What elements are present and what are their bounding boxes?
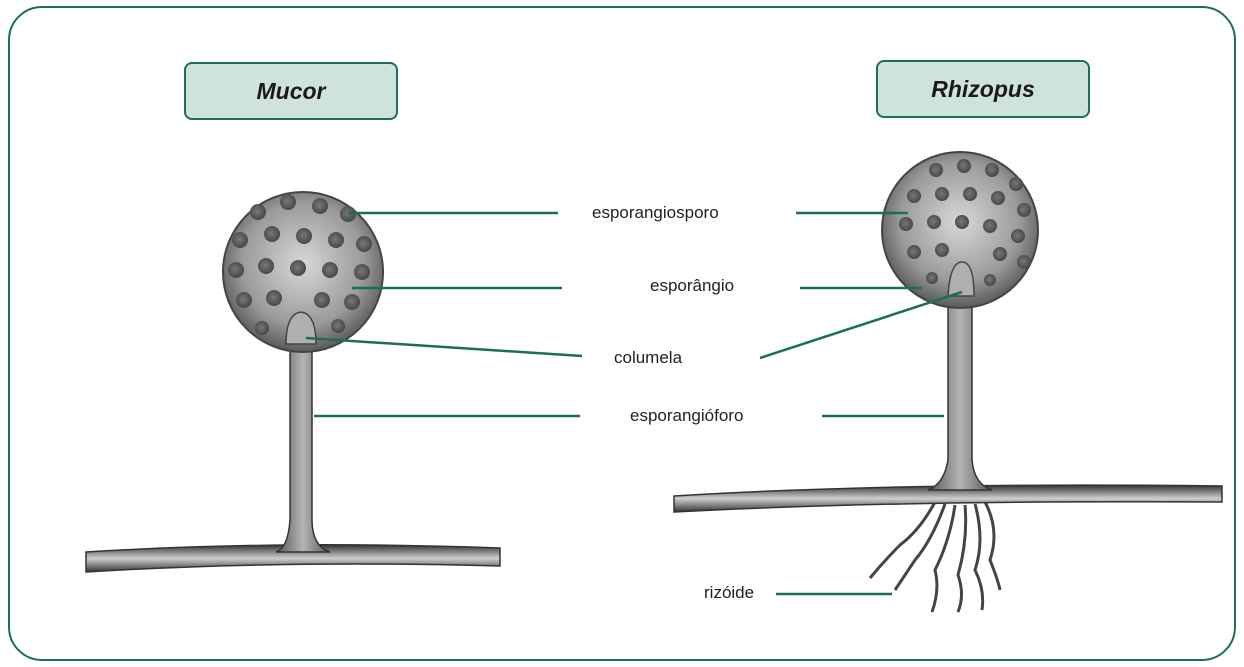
rhizopus-sporangiophore	[928, 296, 992, 490]
leader-mucor-columella	[306, 338, 582, 356]
mucor-organism	[86, 192, 500, 572]
rhizopus-rhizoids	[870, 502, 1000, 612]
leader-rhizopus-columella	[760, 292, 962, 358]
rhizopus-organism	[674, 152, 1222, 612]
label-rhizoid: rizóide	[704, 583, 754, 603]
leader-lines	[306, 213, 962, 594]
label-columella: columela	[614, 348, 682, 368]
label-sporangiophore: esporangióforo	[630, 406, 743, 426]
label-sporangium: esporângio	[650, 276, 734, 296]
mucor-sporangiophore	[276, 336, 330, 552]
label-sporangiospore: esporangiosporo	[592, 203, 719, 223]
